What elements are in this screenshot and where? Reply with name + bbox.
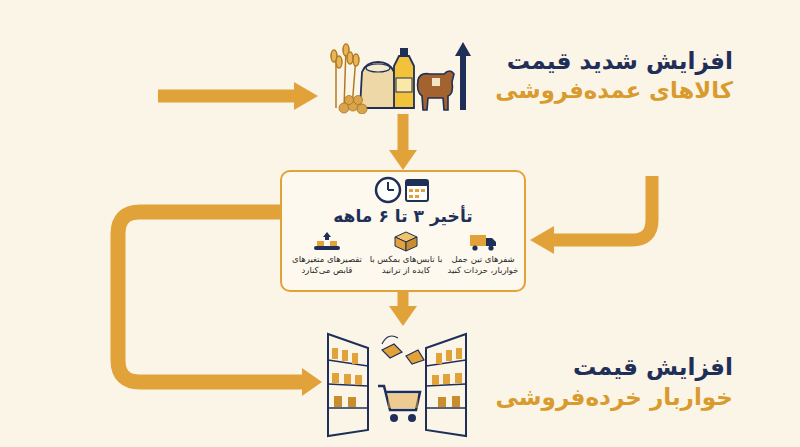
supermarket-illustration (322, 326, 472, 438)
box-icon (394, 231, 418, 252)
node-subheading: کالاهای عمده‌فروشی (487, 76, 733, 106)
left-input-arrow (158, 82, 318, 110)
delay-factor: شفرهای تین جمل خواربار، حردات کنید (446, 230, 520, 275)
conveyor-icon (313, 231, 341, 252)
node-heading: تقصیرهای متغیرهای قابص می‌کنارد (288, 254, 366, 275)
truck-icon (469, 232, 497, 252)
delay-factor: تقصیرهای متغیرهای قابص می‌کنارد (288, 230, 366, 275)
node-heading: با تابس‌های بمکس با کایده از ترانید (368, 254, 444, 275)
wholesale-price-node: افزایش شدید قیمتکالاهای عمده‌فروشی (322, 38, 737, 114)
node-heading: شفرهای تین جمل خواربار، حردات کنید (446, 254, 520, 275)
flow-arrow (389, 114, 417, 170)
delay-box: تأخیر ۳ تا ۶ ماهه شفرهای تین جمل خواربار،… (280, 170, 526, 292)
arrow-head (389, 150, 417, 170)
flow-line (398, 292, 409, 308)
flow-arrow (389, 292, 417, 326)
node-subheading: خواربار خرده‌فروشی (487, 382, 733, 412)
delay-factor: با تابس‌های بمکس با کایده از ترانید (368, 230, 444, 275)
flow-line (118, 212, 304, 382)
arrow-head (389, 306, 417, 326)
retail-price-node: افزایش قیمتخواربار خرده‌فروشی (322, 326, 737, 438)
node-heading: افزایش شدید قیمت (487, 46, 733, 76)
node-heading: افزایش قیمت (487, 352, 733, 382)
node-heading: تأخیر ۳ تا ۶ ماهه (282, 206, 524, 226)
right-input-arrow (530, 176, 652, 254)
clock-calendar-icon (373, 175, 433, 205)
arrow-head (302, 368, 322, 396)
flow-line (398, 114, 409, 152)
commodity-icons (322, 38, 472, 114)
